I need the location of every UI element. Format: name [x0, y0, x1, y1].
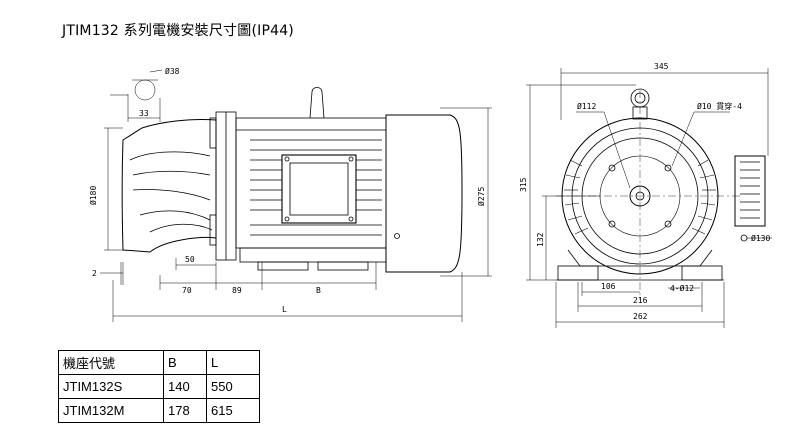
dim-4-d12: 4-Ø12 — [670, 283, 694, 293]
dim-d89: 89 — [232, 286, 242, 295]
table-cell: JTIM132S — [58, 374, 164, 399]
dim-d112: Ø112 — [577, 101, 596, 111]
table-header-row: 機座代號 B L — [58, 350, 260, 375]
dim-d33: 33 — [139, 109, 149, 118]
dim-d70: 70 — [182, 286, 192, 295]
dim-d132: 132 — [536, 232, 545, 247]
dim-l: L — [282, 305, 287, 314]
dim-d315: 315 — [519, 177, 528, 192]
table-row: JTIM132M 178 615 — [58, 398, 260, 423]
dim-d180: Ø180 — [88, 186, 98, 205]
spec-table: 機座代號 B L JTIM132S 140 550 JTIM132M 178 6… — [58, 350, 260, 423]
dim-d2: 2 — [92, 269, 97, 278]
dim-d216: 216 — [633, 296, 648, 305]
dim-b: B — [316, 286, 321, 295]
table-cell: 178 — [163, 398, 207, 423]
page-title: JTIM132 系列電機安裝尺寸圖(IP44) — [62, 23, 294, 39]
dim-d130: Ø130 — [751, 233, 770, 243]
table-cell: 550 — [206, 374, 260, 399]
dim-d106: 106 — [601, 282, 616, 291]
side-view — [100, 69, 492, 322]
table-cell: JTIM132M — [58, 398, 164, 423]
table-header-cell: L — [206, 350, 260, 375]
table-row: JTIM132S 140 550 — [58, 374, 260, 399]
table-cell: 140 — [163, 374, 207, 399]
table-cell: 615 — [206, 398, 260, 423]
dim-d38: Ø38 — [165, 66, 180, 76]
table-header-cell: B — [163, 350, 207, 375]
dim-d275: Ø275 — [476, 187, 486, 206]
dim-d262: 262 — [633, 312, 648, 321]
table-header-cell: 機座代號 — [58, 350, 164, 375]
dim-d10: Ø10 貫穿-4 — [697, 101, 742, 111]
dim-d345: 345 — [654, 62, 669, 71]
dim-d50: 50 — [185, 255, 195, 264]
front-view — [526, 68, 772, 328]
